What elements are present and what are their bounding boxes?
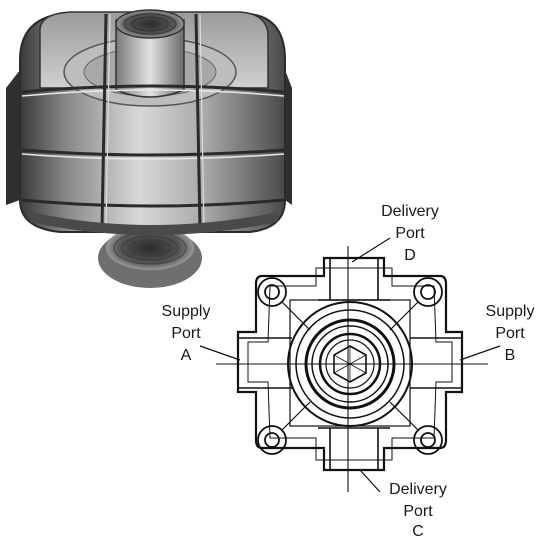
label-line: Port xyxy=(171,325,201,342)
label-line: Delivery xyxy=(389,481,447,498)
leader-lines xyxy=(199,237,501,493)
label-supply-port-b: Supply Port B xyxy=(486,303,535,364)
label-line: Delivery xyxy=(381,203,439,220)
valve-top-view-drawing xyxy=(199,237,501,493)
label-delivery-port-d: Delivery Port D xyxy=(381,203,439,264)
bolt-hole xyxy=(257,277,443,455)
valve-3d-render xyxy=(6,9,292,288)
label-line: Supply xyxy=(162,303,211,320)
label-line: B xyxy=(505,347,516,364)
label-line: A xyxy=(181,347,192,364)
label-line: Port xyxy=(395,225,425,242)
label-line: D xyxy=(404,247,416,264)
label-line: Supply xyxy=(486,303,535,320)
label-supply-port-a: Supply Port A xyxy=(162,303,211,364)
label-line: Port xyxy=(403,503,433,520)
label-delivery-port-c: Delivery Port C xyxy=(389,481,447,538)
label-line: Port xyxy=(495,325,525,342)
label-line: C xyxy=(412,523,424,538)
